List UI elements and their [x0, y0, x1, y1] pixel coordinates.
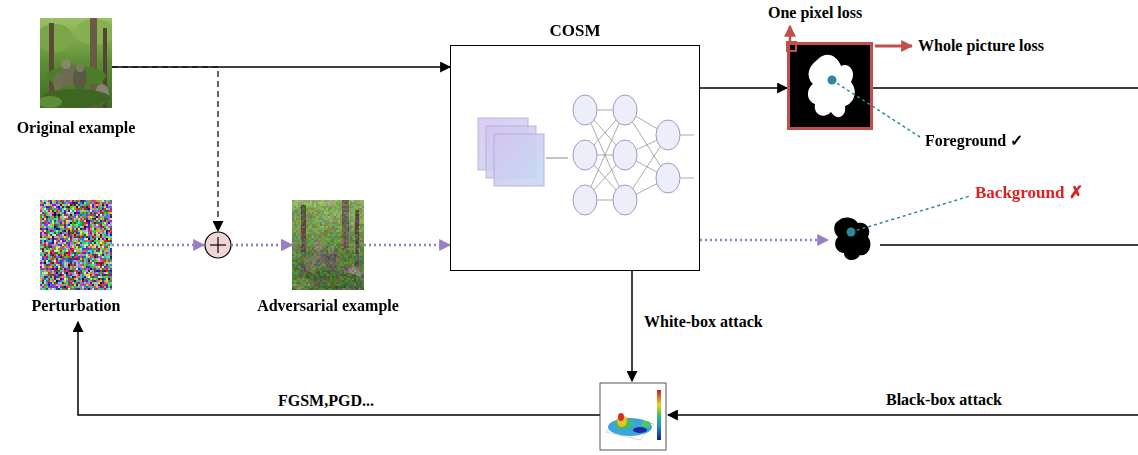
- connector-segment: [112, 67, 218, 231]
- white-box-arrow: [631, 271, 633, 381]
- segmentation-mask: [787, 42, 873, 130]
- black-box-arrow: [668, 414, 1138, 416]
- foreground-label: Foreground ✓: [925, 131, 1023, 150]
- leader-dot: [847, 228, 856, 237]
- model-title: COSM: [550, 21, 601, 41]
- image-caption: Original example: [17, 118, 136, 137]
- connector: [112, 67, 292, 245]
- image-caption: Perturbation: [32, 296, 121, 315]
- feature-maps: [478, 118, 568, 186]
- model-box: COSM: [450, 45, 700, 271]
- connector-segment: [700, 239, 828, 242]
- pixel-loss-arrow: [789, 26, 792, 42]
- output-line: [880, 244, 1138, 246]
- loss-surface-plot: [600, 383, 666, 450]
- method-label: FGSM,PGD...: [276, 391, 376, 410]
- adversarial-noise: [292, 200, 364, 290]
- connector: [700, 240, 828, 241]
- connector: [112, 245, 292, 246]
- mask-node: Background ✗: [830, 213, 875, 263]
- output-line: [873, 87, 1138, 89]
- adversarial-mask: [834, 217, 870, 260]
- connector-segment: [231, 244, 292, 247]
- image-caption: Adversarial example: [257, 296, 399, 315]
- background-label: Background ✗: [975, 183, 1083, 203]
- original-image: [37, 18, 115, 108]
- adversarial-image: [289, 200, 367, 290]
- connector-segment: [364, 244, 450, 247]
- leader-dot: [828, 76, 837, 85]
- loss-label: One pixel loss: [766, 3, 864, 22]
- connector-segment: [700, 87, 787, 89]
- connector: [364, 245, 450, 246]
- whole-loss-arrow: [875, 45, 912, 48]
- mask-node: Foreground ✓: [787, 42, 873, 130]
- loss-label: Whole picture loss: [916, 36, 1046, 55]
- image-node: Original example: [40, 18, 112, 108]
- leader-line: [851, 196, 970, 232]
- connector: [700, 88, 787, 89]
- image-node: Perturbation: [40, 200, 112, 290]
- attack-label: White-box attack: [642, 312, 765, 331]
- add-operator: [205, 232, 231, 258]
- neural-network: [573, 95, 694, 215]
- connector-segment: [112, 244, 204, 247]
- connector-segment: [231, 244, 292, 247]
- perturbation-noise: [40, 200, 112, 290]
- image-node: Adversarial example: [292, 200, 364, 290]
- feedback-arrow: [78, 322, 600, 415]
- attack-label: Black-box attack: [884, 390, 1004, 409]
